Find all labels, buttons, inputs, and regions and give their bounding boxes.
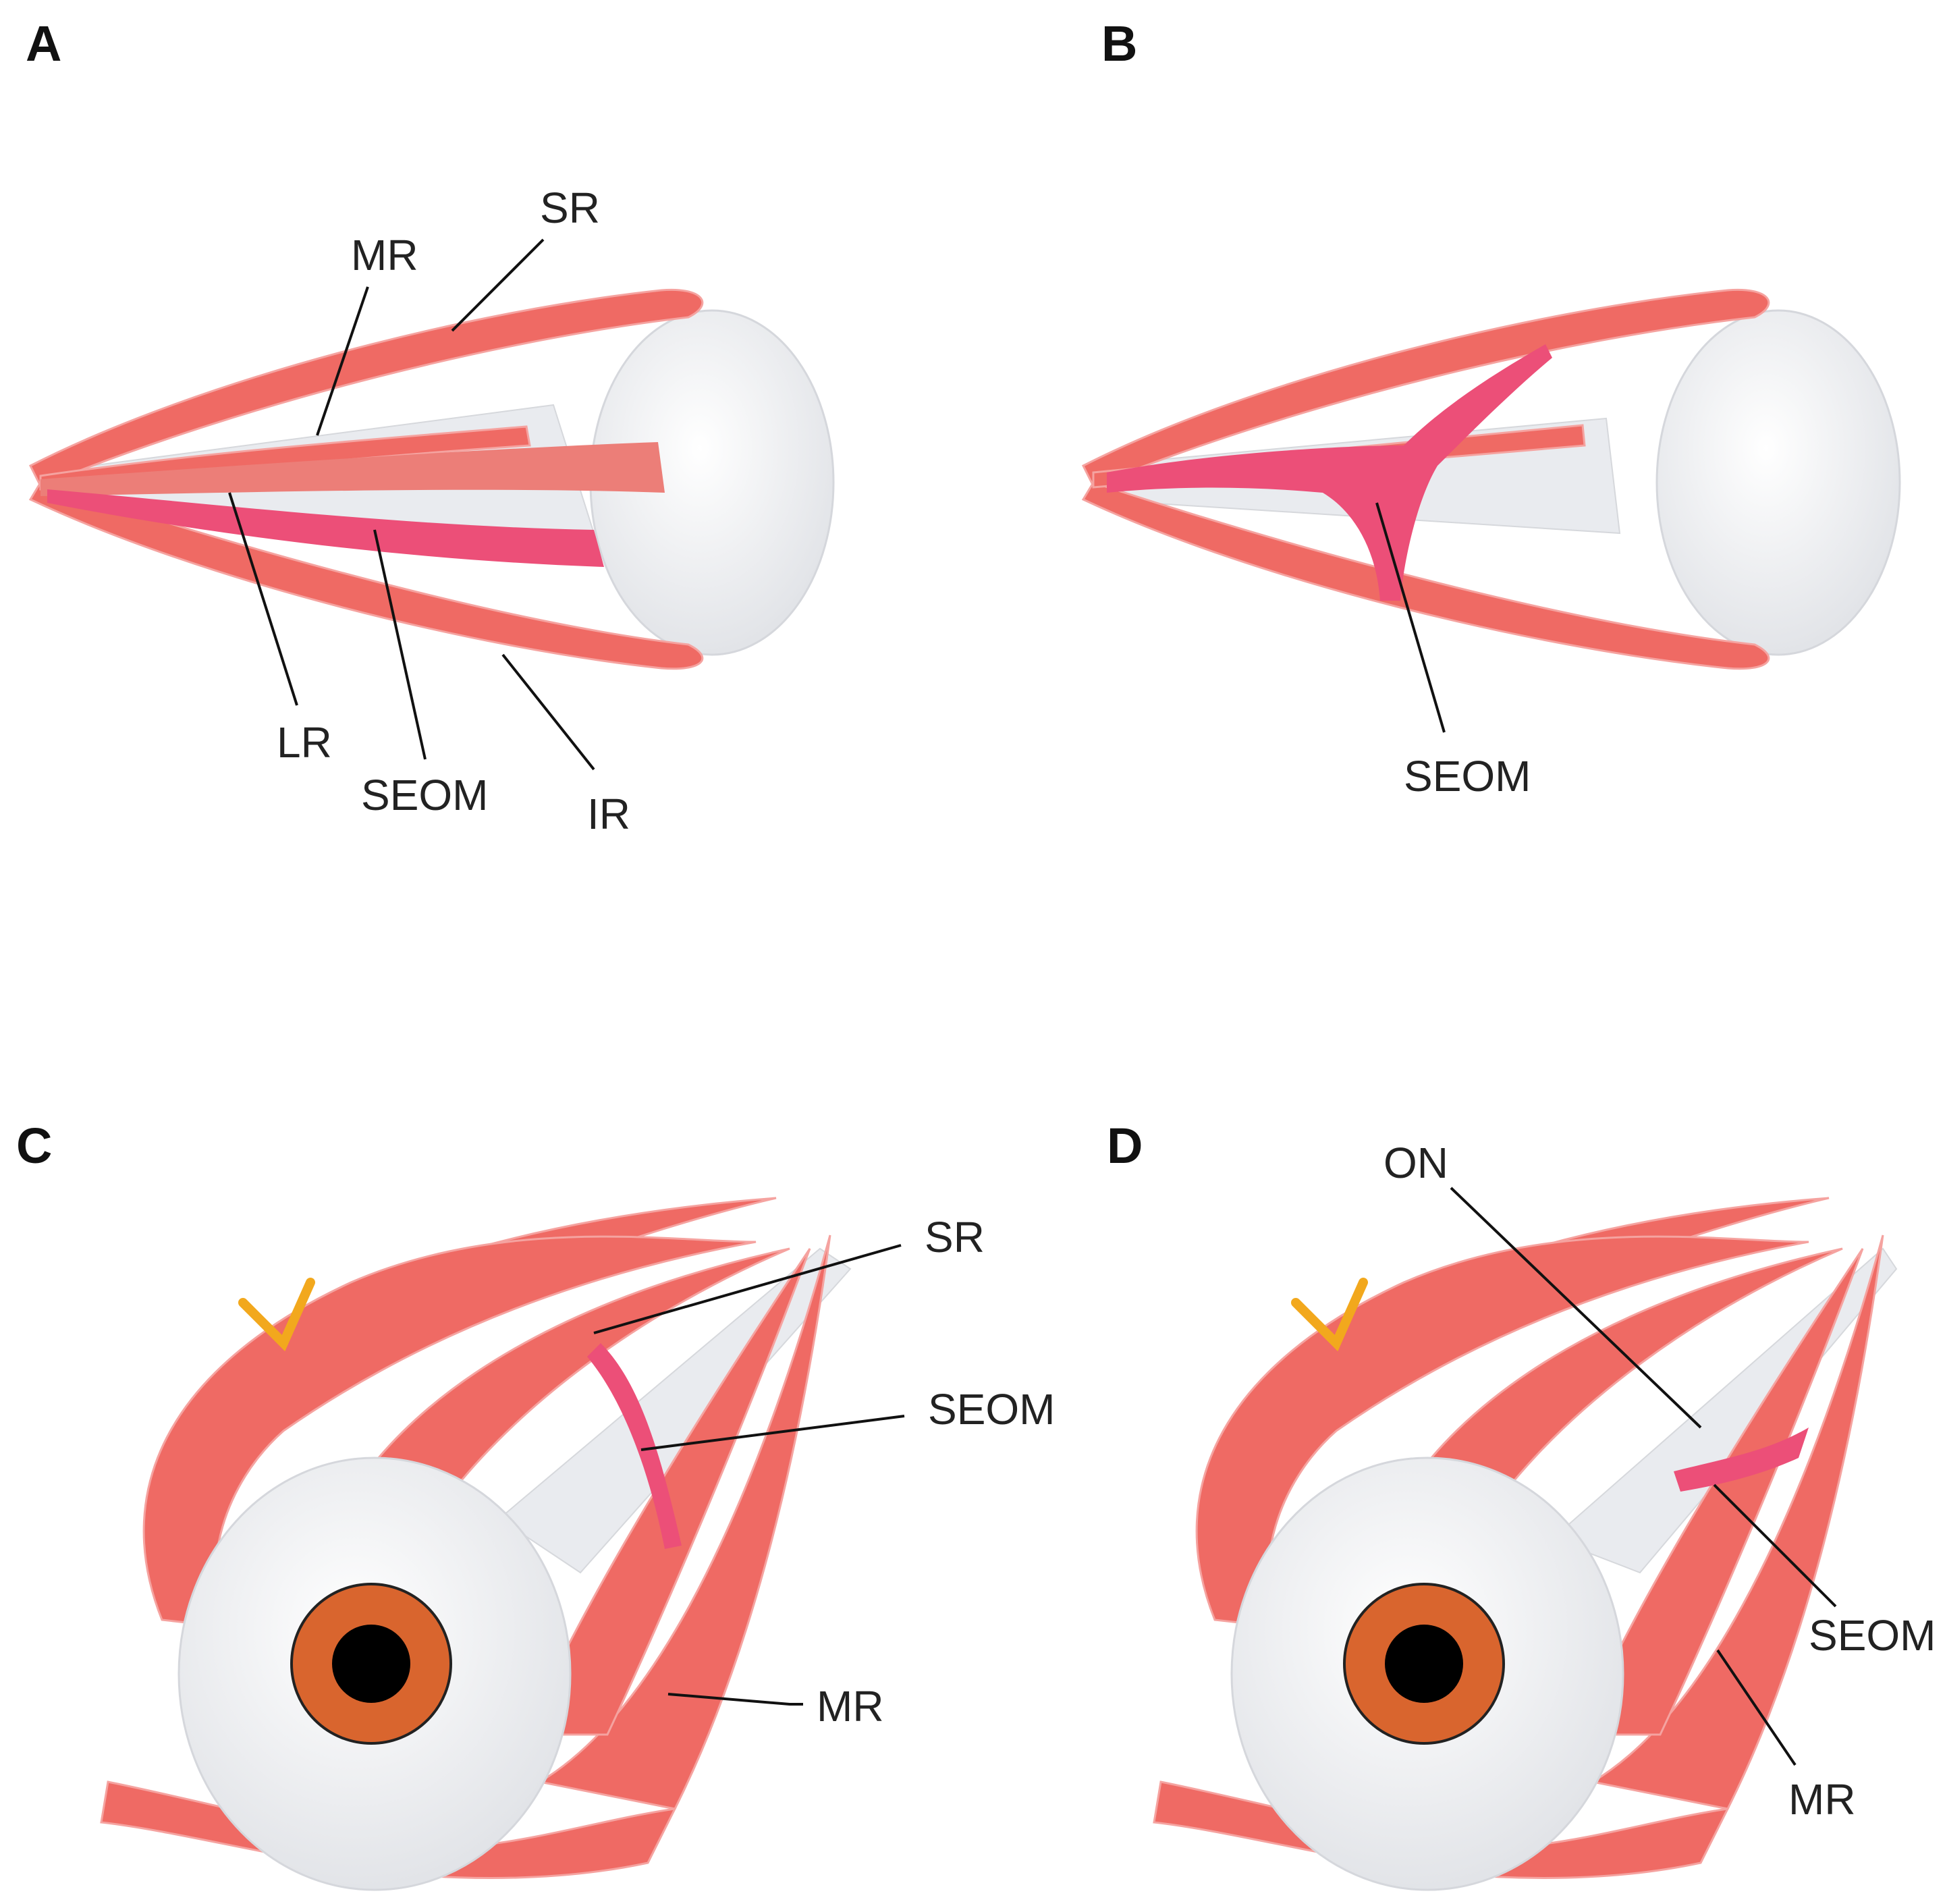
- pupil-d: [1385, 1625, 1463, 1703]
- leader-seom-d: [1713, 1484, 1837, 1608]
- leader-ir-a: [501, 653, 595, 771]
- muscle-mid-d: [1395, 1247, 1843, 1520]
- panel-d-letter: D: [1107, 1118, 1143, 1174]
- pupil-c: [332, 1625, 410, 1703]
- panel-a-diagram: [28, 288, 835, 670]
- seom-c: [587, 1343, 682, 1549]
- superior-rectus-b: [1081, 288, 1770, 487]
- panel-c-leaders: [593, 1244, 905, 1706]
- medial-rectus-c: [537, 1234, 831, 1810]
- panel-b-diagram: [1081, 288, 1901, 670]
- leader-seom-a: [373, 529, 427, 760]
- label-seom-c: SEOM: [928, 1385, 1055, 1434]
- leader-lr-a: [228, 492, 298, 706]
- leader-sr-c: [593, 1244, 902, 1334]
- inferior-rectus-b: [1081, 481, 1770, 670]
- label-mr-a: MR: [351, 231, 418, 279]
- panel-c-letter: C: [16, 1118, 53, 1174]
- leader-seom-c: [640, 1415, 905, 1451]
- leader-seom-b: [1375, 502, 1446, 733]
- lateral-rectus-a: [40, 442, 665, 496]
- leader-mr-a: [316, 286, 369, 436]
- medial-rectus-d: [1589, 1234, 1884, 1810]
- label-mr-c: MR: [817, 1682, 884, 1731]
- label-ir-a: IR: [587, 790, 630, 838]
- eyeball-b: [1655, 309, 1901, 656]
- leader-mr-c: [667, 1693, 803, 1706]
- muscle-mid-c: [342, 1247, 790, 1520]
- seom-b: [1107, 344, 1552, 601]
- panel-a-leaders: [228, 238, 595, 771]
- panel-b-letter: B: [1101, 16, 1138, 72]
- panel-d-diagram: [1153, 1197, 1898, 1891]
- panel-c-diagram: [100, 1197, 852, 1891]
- panel-a-letter: A: [26, 16, 62, 72]
- leader-sr-a: [451, 238, 545, 332]
- superior-rectus-d: [1195, 1235, 1809, 1628]
- label-on-d: ON: [1384, 1139, 1448, 1187]
- nerve-tag-c: [238, 1278, 315, 1352]
- leader-on-d: [1450, 1187, 1702, 1429]
- label-seom-a: SEOM: [361, 771, 488, 819]
- label-seom-b: SEOM: [1404, 752, 1531, 800]
- leader-mr-d: [1716, 1649, 1797, 1766]
- label-sr-c: SR: [925, 1213, 985, 1261]
- label-sr-a: SR: [540, 184, 600, 232]
- panel-d-leaders: [1450, 1187, 1837, 1766]
- label-lr-a: LR: [277, 718, 332, 767]
- seom-d: [1674, 1427, 1809, 1492]
- superior-rectus-a: [28, 288, 704, 487]
- label-mr-d: MR: [1788, 1775, 1856, 1824]
- inferior-rectus-a: [28, 481, 704, 670]
- superior-rectus-c: [142, 1235, 757, 1628]
- nerve-tag-d: [1291, 1278, 1368, 1352]
- seom-a: [47, 489, 604, 567]
- label-seom-d: SEOM: [1809, 1611, 1936, 1660]
